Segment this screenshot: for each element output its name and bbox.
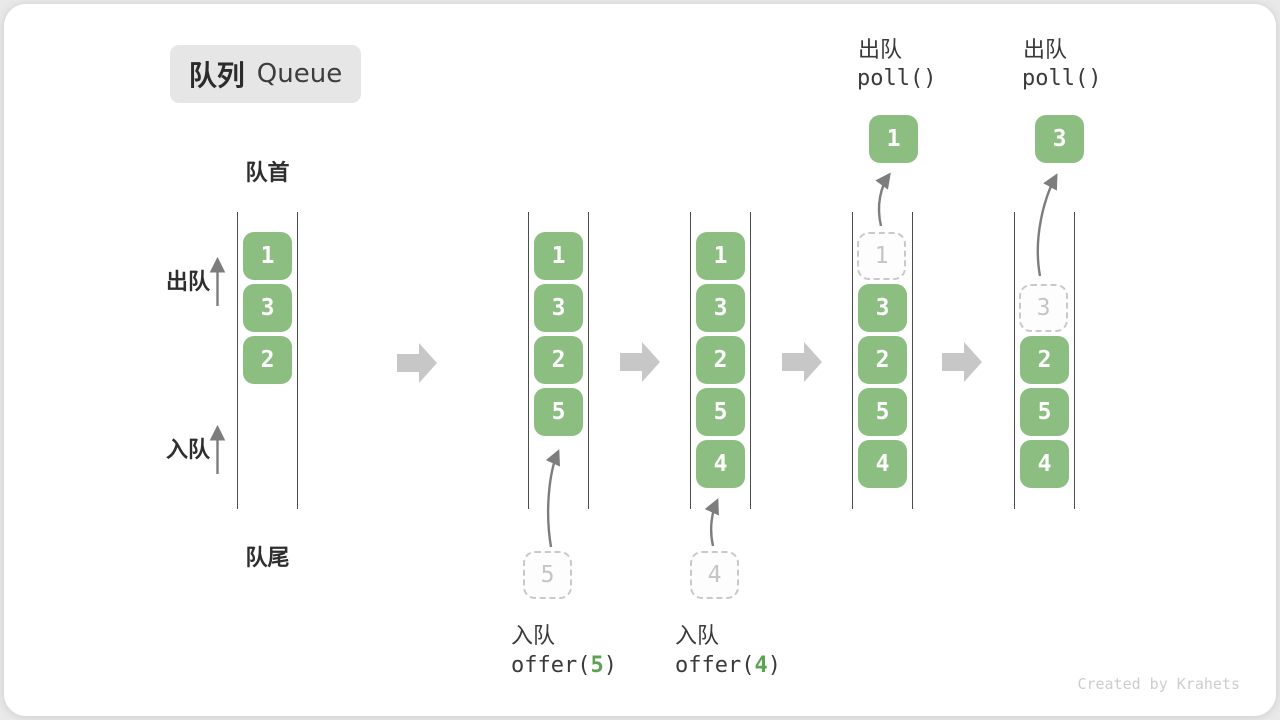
queue-element: 2 bbox=[243, 336, 292, 384]
enqueue-label: 入队 bbox=[165, 438, 210, 463]
queue-container-3 bbox=[690, 212, 751, 509]
queue-rear-label: 队尾 bbox=[245, 546, 290, 571]
queue-element: 5 bbox=[534, 388, 583, 436]
queue-element: 2 bbox=[858, 336, 907, 384]
enqueue-4-op-code: offer(4) bbox=[675, 653, 781, 678]
queue-element: 4 bbox=[1020, 440, 1069, 488]
queue-element: 5 bbox=[858, 388, 907, 436]
queue-container-4 bbox=[852, 212, 913, 509]
title-zh: 队列 bbox=[188, 59, 245, 92]
code-prefix: offer( bbox=[511, 653, 591, 678]
queue-element: 1 bbox=[696, 232, 745, 280]
queue-element: 2 bbox=[534, 336, 583, 384]
queue-front-label: 队首 bbox=[245, 161, 290, 186]
queue-element: 1 bbox=[243, 232, 292, 280]
code-arg: 4 bbox=[754, 653, 768, 678]
watermark: Created by Krahets bbox=[1077, 675, 1240, 693]
diagram-card bbox=[4, 4, 1276, 716]
code-suffix: ) bbox=[603, 653, 617, 678]
code-prefix: offer( bbox=[675, 653, 755, 678]
poll-3-op-code: poll() bbox=[1022, 66, 1102, 91]
polled-element-3: 3 bbox=[1035, 115, 1084, 163]
enqueue-5-op-label: 入队 bbox=[511, 624, 556, 649]
poll-3-op-label: 出队 bbox=[1023, 38, 1068, 63]
poll-1-op-label: 出队 bbox=[858, 38, 903, 63]
queue-element: 4 bbox=[858, 440, 907, 488]
removed-element-slot: 1 bbox=[857, 232, 906, 280]
removed-element-slot: 3 bbox=[1019, 284, 1068, 332]
poll-1-op-code: poll() bbox=[857, 66, 937, 91]
dequeue-label: 出队 bbox=[165, 270, 210, 295]
queue-element: 2 bbox=[1020, 336, 1069, 384]
queue-container-5 bbox=[1014, 212, 1075, 509]
code-suffix: ) bbox=[767, 653, 781, 678]
queue-element: 1 bbox=[534, 232, 583, 280]
enqueue-4-op-label: 入队 bbox=[675, 624, 720, 649]
queue-element: 2 bbox=[696, 336, 745, 384]
pending-element-4: 4 bbox=[690, 551, 739, 599]
queue-element: 3 bbox=[534, 284, 583, 332]
queue-element: 5 bbox=[696, 388, 745, 436]
pending-element-5: 5 bbox=[523, 551, 572, 599]
queue-element: 3 bbox=[243, 284, 292, 332]
queue-container-2 bbox=[528, 212, 589, 509]
polled-element-1: 1 bbox=[869, 115, 918, 163]
queue-element: 5 bbox=[1020, 388, 1069, 436]
queue-element: 4 bbox=[696, 440, 745, 488]
queue-container-1 bbox=[237, 212, 298, 509]
title-en: Queue bbox=[256, 59, 343, 89]
code-arg: 5 bbox=[590, 653, 604, 678]
title-box: 队列 Queue bbox=[170, 45, 361, 103]
enqueue-5-op-code: offer(5) bbox=[511, 653, 617, 678]
queue-element: 3 bbox=[696, 284, 745, 332]
queue-element: 3 bbox=[858, 284, 907, 332]
